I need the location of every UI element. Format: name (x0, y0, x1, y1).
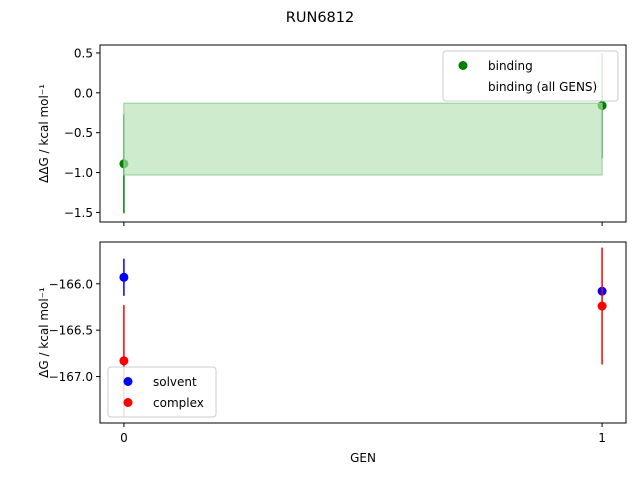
x-tick-label: 0 (120, 431, 128, 445)
legend-label: solvent (153, 375, 197, 389)
legend-swatch-point (458, 61, 468, 70)
legend-label: binding (all GENS) (488, 80, 597, 94)
y-tick-label: 0.5 (74, 46, 93, 60)
legend-label: binding (488, 59, 533, 73)
axes-frame (99, 241, 627, 424)
legend-swatch-point (123, 377, 133, 386)
y-tick-label: −166.0 (49, 277, 93, 291)
y-tick-label: −1.5 (64, 206, 93, 220)
legend-swatch-point (123, 398, 133, 407)
legend-label: complex (153, 396, 204, 410)
data-point (119, 272, 129, 282)
legend-box (107, 366, 217, 418)
legend-box (442, 50, 619, 102)
y-tick-label: −166.5 (49, 324, 93, 338)
legend: solvent complex (107, 366, 217, 418)
axes-frame (99, 44, 627, 223)
y-tick-label: −167.0 (49, 370, 93, 384)
y-axis-label: ΔG / kcal mol⁻¹ (37, 287, 51, 378)
data-point (597, 301, 607, 311)
uncertainty-band (123, 102, 603, 176)
y-axis-label: ΔΔG / kcal mol⁻¹ (37, 84, 51, 183)
x-tick-label: 1 (598, 431, 606, 445)
legend: binding binding (all GENS) (442, 50, 619, 102)
chart-title: RUN6812 (286, 10, 354, 26)
y-tick-label: −1.0 (64, 166, 93, 180)
x-axis-label: GEN (350, 451, 376, 465)
y-tick-label: 0.0 (74, 86, 93, 100)
data-point (119, 356, 129, 366)
y-tick-label: −0.5 (64, 126, 93, 140)
panel-solvent-complex: −167.0 −166.5 −166.0 0 1 ΔG / kcal mol⁻¹ GEN so… (37, 241, 627, 465)
